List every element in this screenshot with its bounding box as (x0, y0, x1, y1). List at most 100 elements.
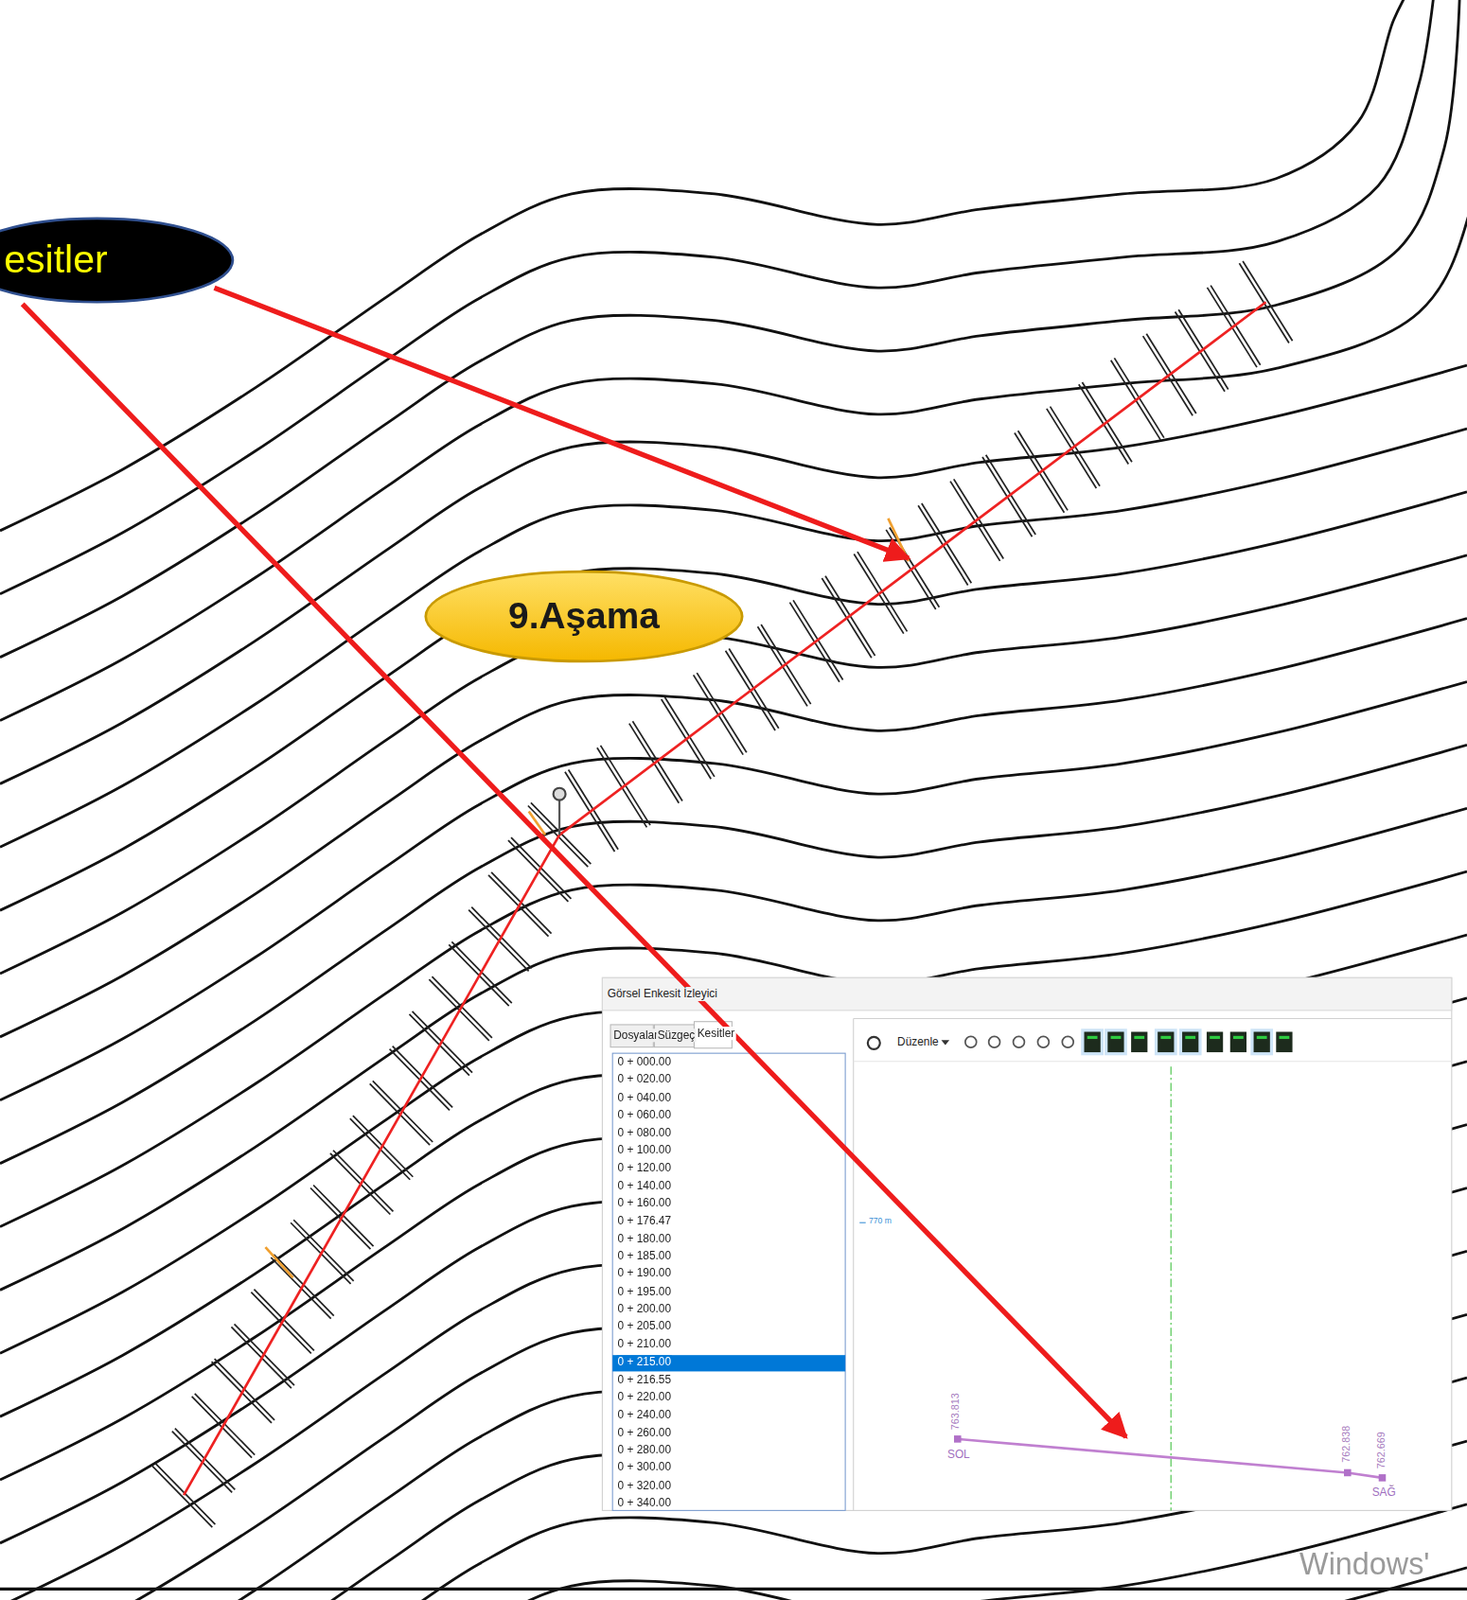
callout-text: esitler (3, 239, 107, 283)
station-item: 0 + 000.00 (616, 1055, 672, 1069)
section-mark (265, 1247, 293, 1278)
station-item: 0 + 180.00 (616, 1232, 672, 1246)
toolbar-icon (1061, 1036, 1074, 1048)
station-item: 0 + 220.00 (616, 1390, 672, 1404)
station-item: 0 + 320.00 (616, 1479, 672, 1493)
toolbar-icon-mark (1160, 1036, 1171, 1040)
toolbar-border (853, 1060, 1452, 1062)
tab-label: Süzgeç (656, 1028, 697, 1043)
contour-line (0, 618, 1467, 1038)
tab-label: Kesitler (696, 1026, 737, 1041)
toolbar-icon (1037, 1036, 1049, 1048)
toolbar-icon (1084, 1032, 1101, 1054)
station-item: 0 + 280.00 (616, 1443, 672, 1457)
station-item: 0 + 140.00 (616, 1179, 672, 1193)
pin-stem (558, 800, 561, 836)
toolbar-icon (989, 1036, 1001, 1048)
callout-text: 9.Aşama (508, 596, 660, 637)
station-item: 0 + 100.00 (616, 1143, 672, 1157)
profile-point (1343, 1469, 1352, 1478)
chart-border (852, 1018, 854, 1511)
profile-point (1378, 1474, 1387, 1483)
toolbar-icon-mark (1233, 1036, 1244, 1040)
toolbar-icon (1131, 1032, 1148, 1054)
station-item: 0 + 020.00 (616, 1073, 672, 1087)
tab-label: Dosyalar (612, 1028, 659, 1043)
toolbar-highlight (1250, 1028, 1273, 1056)
station-item: 0 + 060.00 (616, 1108, 672, 1122)
station-item: 0 + 340.00 (616, 1496, 672, 1510)
cross-section-line (1242, 261, 1293, 341)
elevation-label: 770 m (867, 1217, 893, 1227)
dropdown-arrow (941, 1040, 951, 1045)
toolbar-icon (1275, 1032, 1292, 1054)
ground-profile (957, 1439, 1383, 1479)
toolbar-icon-mark (1209, 1036, 1220, 1040)
station-item: 0 + 040.00 (616, 1091, 672, 1105)
station-item: 0 + 240.00 (616, 1408, 672, 1422)
station-item: 0 + 190.00 (616, 1267, 672, 1281)
station-item: 0 + 260.00 (616, 1426, 672, 1440)
zoom-icon (867, 1037, 881, 1050)
cross-section-line (152, 1466, 213, 1528)
elevation-value: 762.838 (1340, 1425, 1352, 1465)
watermark: Windows' (1298, 1547, 1432, 1583)
bottom-rule (0, 1588, 1467, 1591)
contour-line (0, 1568, 1467, 1600)
toolbar-icon (1254, 1032, 1271, 1054)
elevation-value: 762.669 (1375, 1431, 1387, 1470)
station-item: 0 + 210.00 (616, 1338, 672, 1352)
stage-ellipse: 9.Aşama (424, 569, 745, 664)
station-item: 0 + 080.00 (616, 1126, 672, 1140)
menu-label: Düzenle (896, 1035, 940, 1049)
station-item: 0 + 205.00 (616, 1320, 672, 1334)
toolbar-icon (965, 1036, 977, 1048)
station-item: 0 + 216.55 (616, 1373, 672, 1387)
station-list (612, 1053, 846, 1511)
callout-arrow (214, 287, 909, 559)
contour-line (0, 365, 1467, 784)
viewer-window (601, 977, 1451, 1511)
station-item: 0 + 120.00 (616, 1161, 672, 1175)
toolbar-highlight (1154, 1028, 1178, 1056)
toolbar-icon (1107, 1032, 1124, 1054)
side-label: SAĞ (1371, 1485, 1397, 1500)
window-panel (601, 977, 1451, 1511)
ellipse-shape (0, 218, 233, 302)
station-item: 0 + 160.00 (616, 1196, 672, 1210)
elevation-value: 763.813 (949, 1392, 961, 1432)
pin-head (553, 788, 566, 801)
station-item: 0 + 300.00 (616, 1461, 672, 1475)
toolbar-icon (1157, 1032, 1174, 1054)
selected-row (612, 1355, 846, 1372)
chart-border (853, 1018, 1452, 1020)
axis-centerline (1170, 1066, 1172, 1511)
contour-line (0, 0, 1460, 658)
toolbar-icon-mark (1111, 1036, 1122, 1040)
elevation-tick (859, 1222, 866, 1224)
toolbar-icon-mark (1184, 1036, 1196, 1040)
toolbar-icon-mark (1279, 1036, 1291, 1040)
side-label: SOL (946, 1449, 972, 1463)
station-item: 0 + 176.47 (616, 1214, 672, 1228)
toolbar-icon-mark (1256, 1036, 1268, 1040)
contour-line (0, 555, 1467, 974)
toolbar-highlight (1080, 1028, 1104, 1056)
profile-point (954, 1435, 962, 1444)
station-item: 0 + 215.00 (616, 1355, 672, 1369)
station-item: 0 + 195.00 (616, 1285, 672, 1299)
callout-ellipse: esitler (0, 216, 235, 305)
ellipse-shape (425, 571, 743, 662)
toolbar-highlight (1179, 1028, 1202, 1056)
toolbar-icon (1182, 1032, 1199, 1054)
station-item: 0 + 185.00 (616, 1249, 672, 1263)
toolbar-highlight (1104, 1028, 1128, 1056)
toolbar-icon-mark (1133, 1036, 1145, 1040)
toolbar-icon (1013, 1036, 1026, 1048)
window-title: Görsel Enkesit İzleyici (606, 987, 719, 1001)
title-bar (601, 977, 1451, 1011)
station-item: 0 + 200.00 (616, 1302, 672, 1316)
